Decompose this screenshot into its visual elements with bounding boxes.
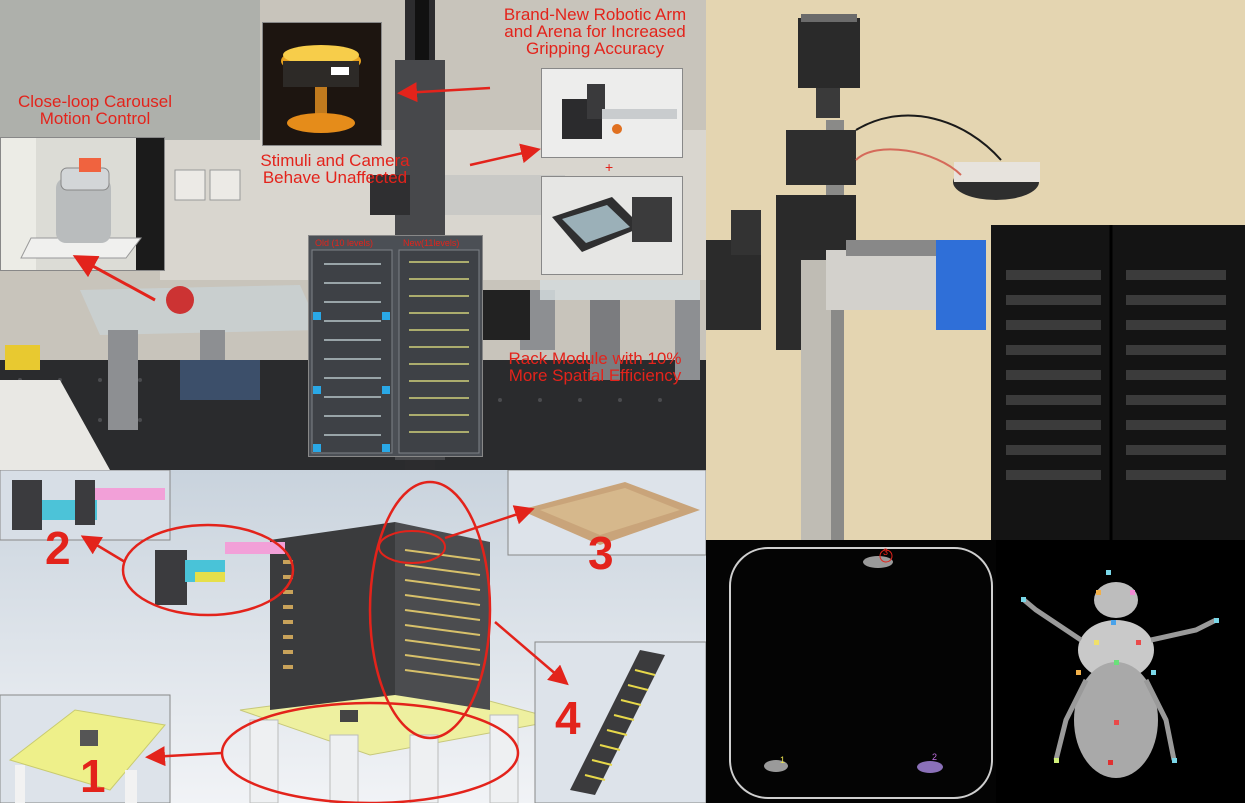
robotic-arm-inset [541, 68, 683, 158]
rack-new-label: New(11levels) [403, 238, 460, 248]
callout-number-1: 1 [80, 750, 106, 802]
pose-keypoints-illustration [996, 540, 1245, 803]
gripper-arena-inset [541, 176, 683, 275]
callout-number-2: 2 [45, 522, 71, 574]
photo-arrows [72, 82, 541, 302]
carousel-illustration [1, 138, 164, 270]
rack-label-line2: More Spatial Efficiency [508, 366, 682, 385]
gripper-arena-illustration [542, 177, 682, 274]
robot-photo-panel [706, 0, 1245, 540]
plus-sign: + [605, 159, 614, 175]
tracking-arena-panel: 3 1 2 [706, 540, 996, 803]
rack-comparison-inset: Old (10 levels) New(11levels) [308, 235, 483, 457]
pose-estimation-panel [996, 540, 1245, 803]
robot-photo-illustration [706, 0, 1245, 540]
rack-old-label: Old (10 levels) [315, 238, 374, 248]
tracking-arena-illustration [706, 540, 996, 803]
callout-number-3: 3 [588, 527, 614, 579]
carousel-label-line1: Close-loop Carousel [17, 92, 173, 111]
stimuli-label-line2: Behave Unaffected [262, 168, 408, 187]
stimuli-label: Stimuli and Camera Behave Unaffected [235, 152, 435, 186]
rack-label: Rack Module with 10% More Spatial Effici… [484, 350, 706, 384]
lamp-illustration [263, 23, 381, 145]
carousel-label-line2: Motion Control [39, 109, 151, 128]
robotic-label-line3: Gripping Accuracy [526, 39, 664, 58]
robotic-arm-illustration [542, 69, 682, 157]
callout-number-4: 4 [555, 692, 581, 744]
fly-id-1: 1 [780, 755, 786, 765]
stimuli-label-line1: Stimuli and Camera [260, 151, 410, 170]
cad-illustration [0, 470, 706, 803]
rack-label-line1: Rack Module with 10% [508, 349, 682, 368]
robotic-label: Brand-New Robotic Arm and Arena for Incr… [475, 6, 706, 57]
carousel-label: Close-loop Carousel Motion Control [0, 93, 190, 127]
robotic-label-line2: and Arena for Increased [504, 22, 686, 41]
rack-comparison-illustration [309, 236, 482, 456]
carousel-inset [0, 137, 165, 271]
cad-render-panel: 2 3 4 1 [0, 470, 706, 803]
robotic-label-line1: Brand-New Robotic Arm [503, 5, 687, 24]
fly-id-2: 2 [932, 752, 938, 762]
lab-photo-panel: + Old (10 levels) [0, 0, 706, 470]
fly-id-3: 3 [883, 547, 889, 557]
camera-lamp-inset [262, 22, 382, 146]
